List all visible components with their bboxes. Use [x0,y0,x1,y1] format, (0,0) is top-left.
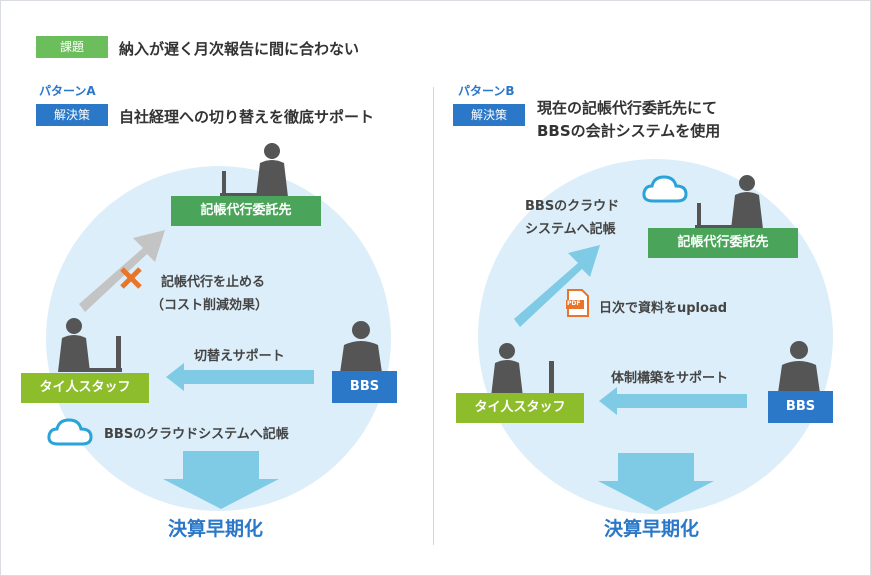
pattern-b-solution-line1: 現在の記帳代行委託先にて [537,99,718,117]
outsourcer-person-icon [220,143,288,197]
issue-tag: 課題 [36,36,108,58]
cloud-label-b-line1: BBSのクラウド [525,199,620,214]
pattern-a-label: パターンA [39,84,96,98]
bbs-person-icon [340,321,382,373]
cross-icon [120,267,142,289]
cloud-label-b-line2: システムへ記帳 [525,222,616,237]
cloud-icon [642,175,688,203]
upload-arrow [514,245,600,327]
pattern-b-staff-box: タイ人スタッフ [456,393,584,423]
issue-text: 納入が遅く月次報告に間に合わない [119,40,360,58]
pattern-b-solution-line2: BBSの会計システムを使用 [537,122,721,140]
cloud-icon [47,418,93,446]
bbs-person-icon [778,341,820,393]
support-label-b: 体制構築をサポート [611,371,729,386]
staff-person-icon [58,318,122,372]
pattern-divider [433,87,434,545]
pattern-a-staff-box: タイ人スタッフ [21,373,149,403]
pdf-icon [566,289,589,317]
pattern-a-outsourcer-box: 記帳代行委託先 [171,196,321,226]
upload-label: 日次で資料をupload [599,301,728,316]
pattern-a-solution-tag: 解決策 [36,104,108,126]
staff-person-icon [491,343,555,397]
result-b: 決算早期化 [604,518,700,540]
pattern-b-outsourcer-box: 記帳代行委託先 [648,228,798,258]
cloud-label-a: BBSのクラウドシステムへ記帳 [104,427,289,442]
pattern-b-bbs-box: BBS [768,391,833,423]
pattern-a-solution-text: 自社経理への切り替えを徹底サポート [119,108,375,126]
outsourcer-person-icon [695,175,763,229]
pattern-b-solution-tag: 解決策 [453,104,525,126]
pattern-b-label: パターンB [458,84,515,98]
support-arrow-a [166,363,314,391]
stop-text-line1: 記帳代行を止める [161,275,266,290]
pattern-a-bbs-box: BBS [332,371,397,403]
stop-text-line2: （コスト削減効果） [151,298,269,313]
support-label-a: 切替えサポート [194,349,285,364]
result-a: 決算早期化 [168,518,264,540]
pdf-icon-text: PDF [567,300,581,307]
result-arrow-b [598,453,714,511]
support-arrow-b [599,387,747,415]
result-arrow-a [163,451,279,509]
